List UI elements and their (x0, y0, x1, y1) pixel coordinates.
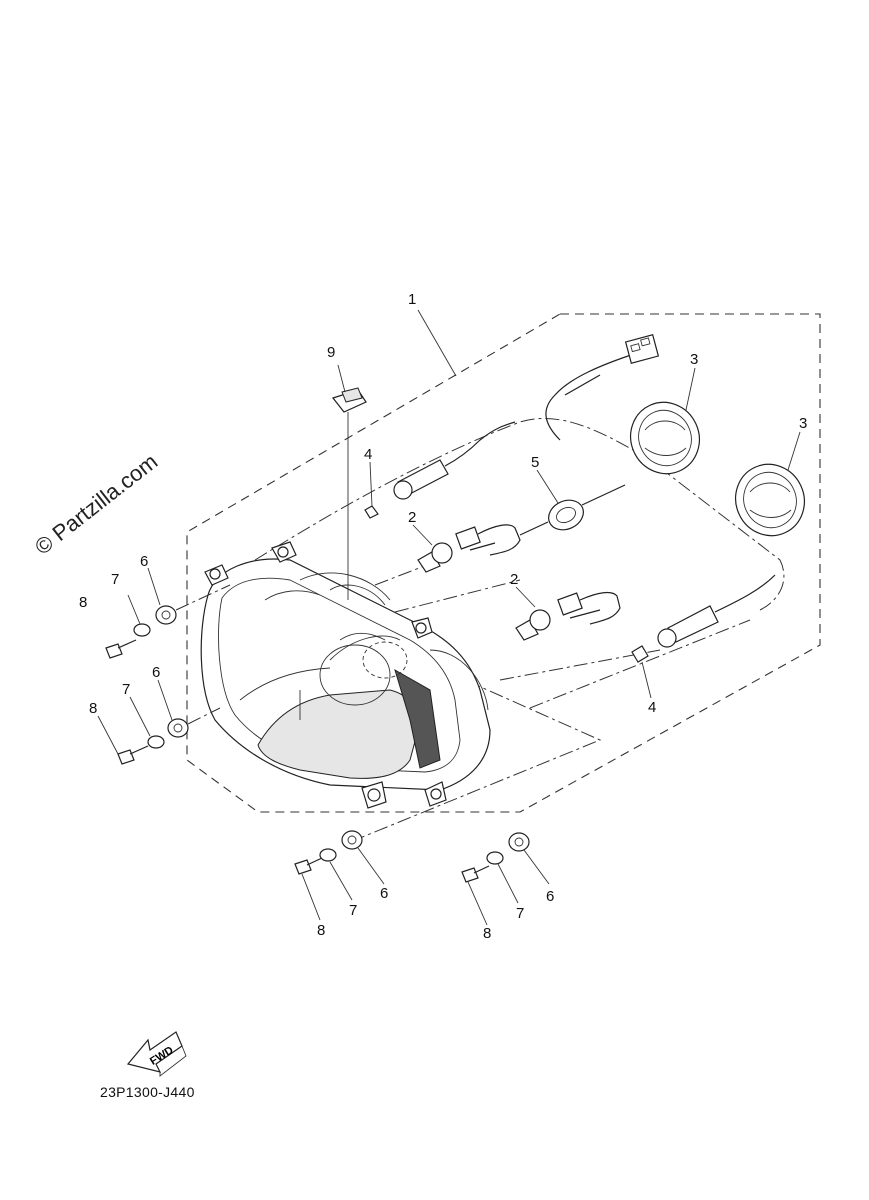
fastener-set-lower-left (117, 707, 221, 765)
headlight-housing (200, 541, 491, 809)
callout-6-lower-left: 6 (152, 664, 160, 681)
callout-6-bottom-right: 6 (546, 888, 554, 905)
fastener-set-bottom-center (294, 830, 363, 875)
center-line-upper (254, 418, 785, 611)
fastener-set-bottom-right (461, 832, 530, 883)
callout-8-bottom-right: 8 (483, 925, 491, 942)
rubber-boot-part-5 (519, 484, 626, 536)
position-light-socket-lower (631, 574, 776, 663)
callout-5: 5 (531, 454, 539, 471)
callout-7-bottom-right: 7 (516, 905, 524, 922)
assembly-boundary (186, 313, 821, 813)
callout-4-lower: 4 (648, 699, 656, 716)
callout-7-upper-left: 7 (111, 571, 119, 588)
callout-3-first: 3 (690, 351, 698, 368)
callout-2-upper: 2 (408, 509, 416, 526)
center-line-lower (329, 619, 602, 839)
callout-6-upper-left: 6 (140, 553, 148, 570)
callout-6-bottom-center: 6 (380, 885, 388, 902)
callout-8-bottom-center: 8 (317, 922, 325, 939)
callout-7-bottom-center: 7 (349, 902, 357, 919)
callout-1: 1 (408, 291, 416, 308)
clip-part-9 (331, 387, 367, 600)
headlight-bulb-upper (417, 524, 521, 573)
callout-3-second: 3 (799, 415, 807, 432)
callout-9: 9 (327, 344, 335, 361)
fwd-arrow-icon: FWD (126, 1031, 187, 1077)
callout-4-upper: 4 (364, 446, 372, 463)
center-line-socket (374, 559, 521, 613)
callout-8-lower-left: 8 (89, 700, 97, 717)
callout-7-lower-left: 7 (122, 681, 130, 698)
drawing-code: 23P1300-J440 (100, 1084, 195, 1100)
headlight-bulb-lower (515, 591, 621, 641)
lens-cover-2 (735, 463, 805, 537)
callout-8-upper-left: 8 (79, 594, 87, 611)
lens-cover-1 (630, 401, 700, 475)
fastener-set-upper-left (105, 584, 231, 659)
callout-2-lower: 2 (510, 571, 518, 588)
leader-lines (97, 309, 801, 926)
wire-harness (545, 334, 660, 441)
position-light-socket-upper (364, 421, 516, 519)
